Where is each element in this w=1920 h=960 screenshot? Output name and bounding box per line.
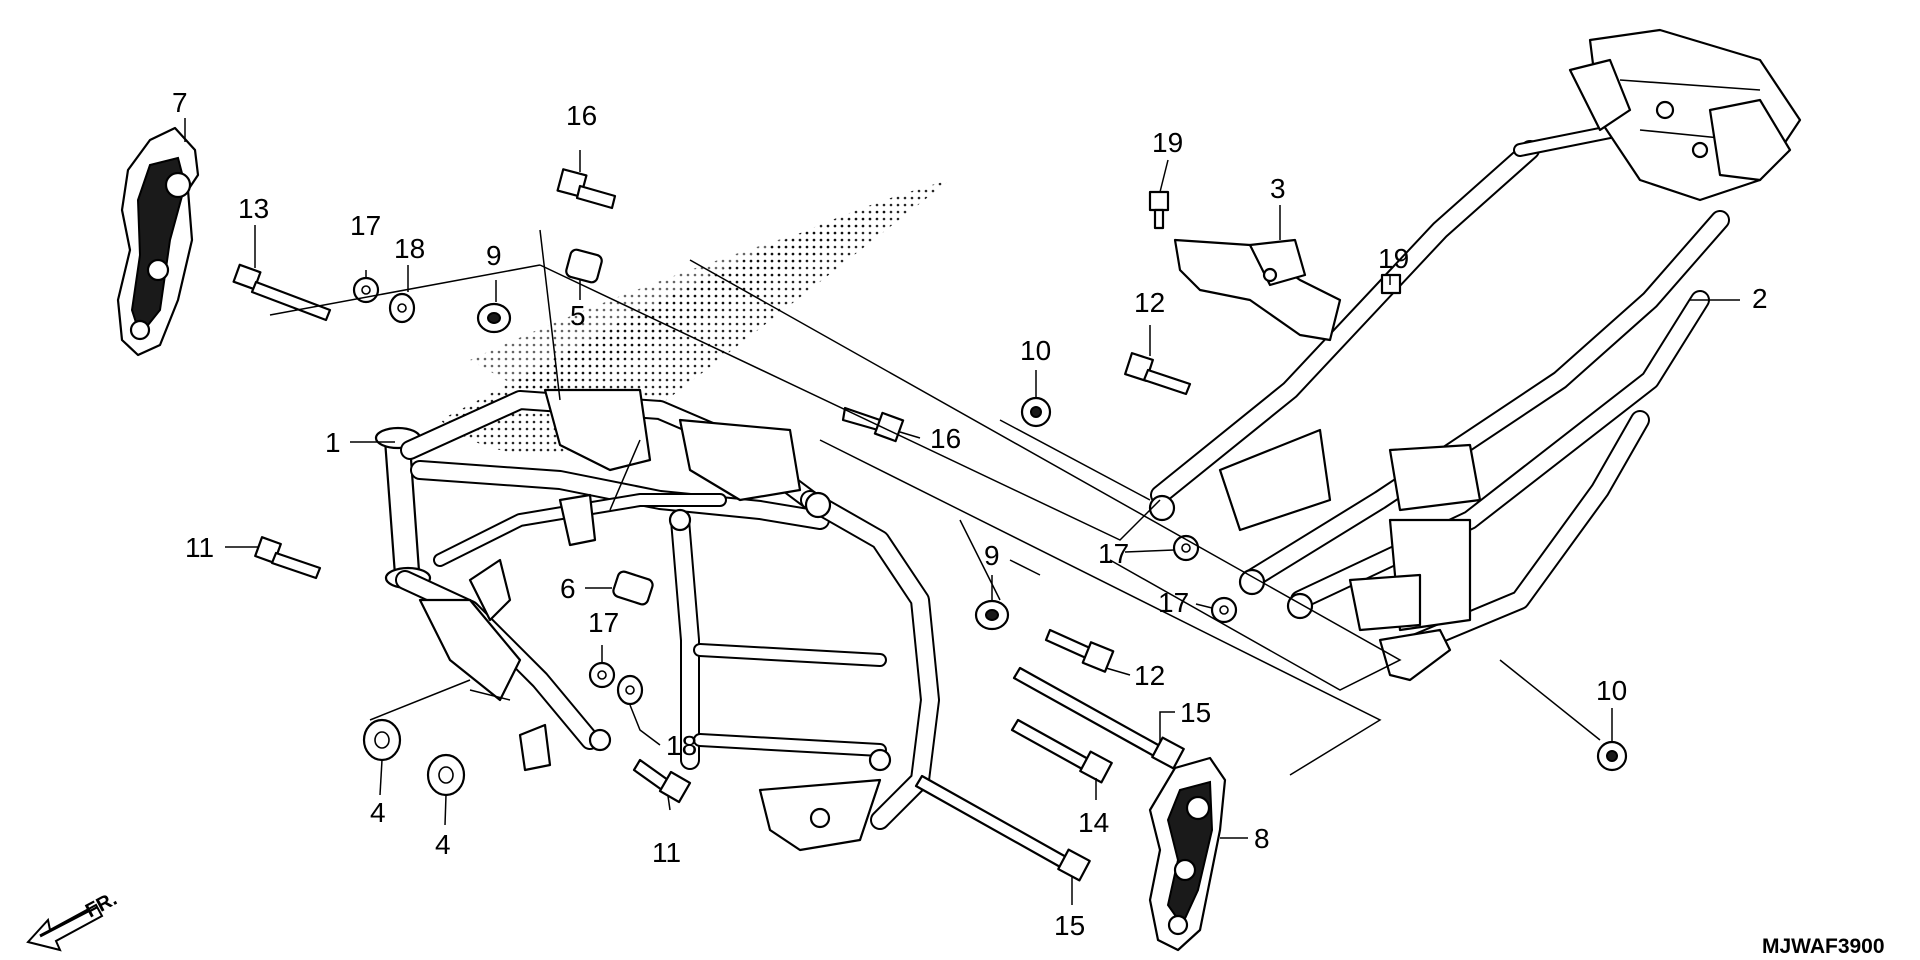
bolt-11-left[interactable] xyxy=(254,536,322,580)
callout-17[interactable]: 17 xyxy=(350,210,381,241)
collar-6[interactable] xyxy=(612,570,654,606)
callout-10[interactable]: 10 xyxy=(1596,675,1627,706)
callout-8[interactable]: 8 xyxy=(1254,823,1270,854)
callout-6[interactable]: 6 xyxy=(560,573,576,604)
washer-18-upper[interactable] xyxy=(388,292,416,324)
spacer-10-left[interactable] xyxy=(1020,396,1052,428)
callout-18[interactable]: 18 xyxy=(666,730,697,761)
callout-11[interactable]: 11 xyxy=(652,837,681,868)
callout-16[interactable]: 16 xyxy=(566,100,597,131)
callout-2[interactable]: 2 xyxy=(1752,283,1768,314)
bolt-11-lower[interactable] xyxy=(632,758,692,804)
callout-9[interactable]: 9 xyxy=(984,540,1000,571)
callout-17[interactable]: 17 xyxy=(1098,538,1129,569)
bracket-part-3[interactable] xyxy=(1173,238,1342,342)
collar-5[interactable] xyxy=(565,248,603,284)
callout-3[interactable]: 3 xyxy=(1270,173,1286,204)
callout-13[interactable]: 13 xyxy=(238,193,269,224)
callout-1[interactable]: 1 xyxy=(325,427,341,458)
callout-4[interactable]: 4 xyxy=(370,797,386,828)
bolt-12-right[interactable] xyxy=(1124,352,1192,396)
bolt-13[interactable] xyxy=(232,263,332,322)
spacer-10-right[interactable] xyxy=(1596,740,1628,772)
callout-17[interactable]: 17 xyxy=(588,607,619,638)
bolt-15-lower[interactable] xyxy=(914,774,1091,882)
wing-emblem xyxy=(440,180,950,454)
bolt-19-right[interactable] xyxy=(1380,273,1402,295)
nut-17-right-lower[interactable] xyxy=(1210,596,1238,624)
bolt-15-upper[interactable] xyxy=(1012,666,1185,770)
callout-9[interactable]: 9 xyxy=(486,240,502,271)
callout-10[interactable]: 10 xyxy=(1020,335,1051,366)
washer-18-lower[interactable] xyxy=(616,674,644,706)
callout-19[interactable]: 19 xyxy=(1378,243,1409,274)
callouts: 7 13 17 18 9 16 5 1 11 6 17 18 4 4 11 16… xyxy=(172,87,1768,941)
spacer-9-upper[interactable] xyxy=(476,302,512,334)
bushing-4-right[interactable] xyxy=(426,753,466,797)
callout-16[interactable]: 16 xyxy=(930,423,961,454)
bolt-14[interactable] xyxy=(1010,718,1113,784)
engine-hanger-plate-left[interactable] xyxy=(116,126,200,357)
callout-15[interactable]: 15 xyxy=(1054,910,1085,941)
diagram-code: MJWAF3900 xyxy=(1762,935,1885,958)
callout-14[interactable]: 14 xyxy=(1078,807,1109,838)
main-frame[interactable] xyxy=(374,388,940,852)
callout-15[interactable]: 15 xyxy=(1180,697,1211,728)
callout-17[interactable]: 17 xyxy=(1158,587,1189,618)
nut-17-lower[interactable] xyxy=(588,661,616,689)
bolt-19-left[interactable] xyxy=(1148,190,1170,230)
callout-5[interactable]: 5 xyxy=(570,300,586,331)
rear-frame[interactable] xyxy=(1148,28,1802,682)
callout-7[interactable]: 7 xyxy=(172,87,188,118)
front-direction-arrow: FR. xyxy=(26,888,121,952)
engine-hanger-plate-right[interactable] xyxy=(1148,756,1227,952)
leader-lines xyxy=(184,118,1740,905)
bolt-12-mid[interactable] xyxy=(1044,628,1115,673)
bolt-16-upper[interactable] xyxy=(556,168,617,210)
bushing-4-left[interactable] xyxy=(362,718,402,762)
callout-12[interactable]: 12 xyxy=(1134,660,1165,691)
callout-18[interactable]: 18 xyxy=(394,233,425,264)
callout-4[interactable]: 4 xyxy=(435,829,451,860)
spacer-9-mid[interactable] xyxy=(974,599,1010,631)
callout-12[interactable]: 12 xyxy=(1134,287,1165,318)
callout-11[interactable]: 11 xyxy=(185,532,214,563)
callout-19[interactable]: 19 xyxy=(1152,127,1183,158)
